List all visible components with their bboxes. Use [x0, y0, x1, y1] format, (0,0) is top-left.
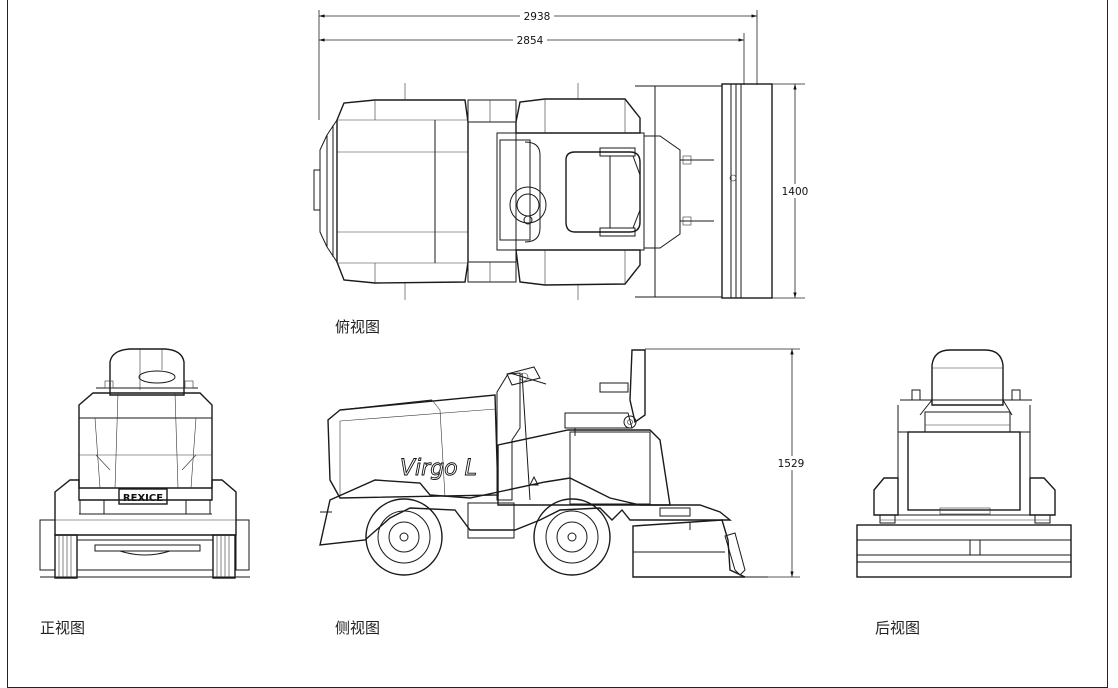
side-view: 1529 Virgo L	[319, 348, 806, 578]
dimension-overall-length: 2938	[318, 9, 758, 120]
dimension-label-overall-length: 2938	[524, 11, 551, 23]
dimension-body-length: 2854	[319, 33, 745, 85]
top-view: 2938 2854 1400	[313, 9, 810, 300]
caption-front-view: 正视图	[40, 619, 86, 637]
caption-rear-view: 后视图	[875, 619, 921, 637]
caption-side-view: 侧视图	[335, 619, 381, 637]
brand-lettering: Virgo L	[400, 456, 477, 481]
dimension-label-height: 1529	[778, 458, 805, 470]
caption-top-view: 俯视图	[335, 318, 381, 336]
dimension-width: 1400	[770, 83, 810, 299]
front-view: REXICE	[39, 348, 250, 579]
dimension-height: 1529	[645, 348, 806, 578]
rear-view	[856, 349, 1072, 578]
dimension-label-body-length: 2854	[517, 35, 544, 47]
dimension-label-width: 1400	[782, 186, 809, 198]
brand-plate-text: REXICE	[123, 493, 163, 504]
